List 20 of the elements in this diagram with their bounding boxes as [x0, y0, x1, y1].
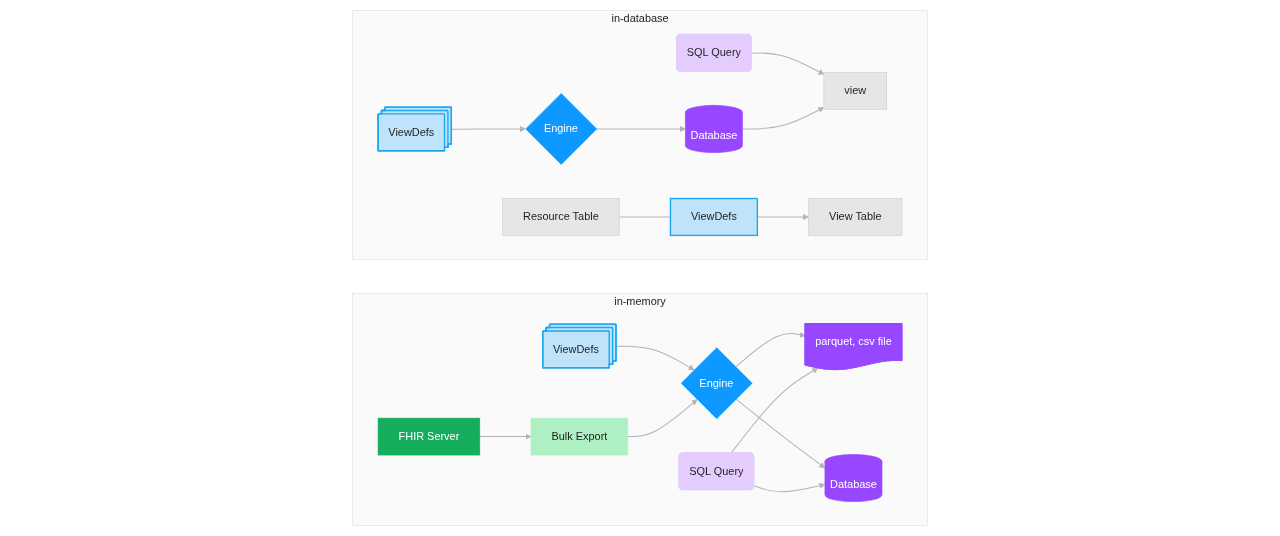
node-box: ViewDefs — [669, 197, 758, 237]
node-box: view — [823, 72, 887, 110]
arrow — [735, 331, 806, 368]
arrow — [735, 398, 826, 469]
connector — [618, 216, 671, 218]
arrow — [451, 125, 526, 132]
node-box: View Table — [808, 198, 903, 236]
node-diamond: Engine — [525, 93, 597, 165]
arrow — [753, 482, 826, 493]
node-box: Bulk Export — [530, 417, 629, 456]
node-box: Resource Table — [502, 198, 620, 236]
arrow — [627, 399, 698, 438]
arrow — [751, 52, 825, 75]
node-box: FHIR Server — [377, 417, 481, 456]
arrow — [615, 345, 695, 371]
arrow — [730, 367, 819, 454]
node-diamond: Engine — [680, 347, 753, 419]
arrow — [479, 433, 532, 440]
arrow — [595, 125, 686, 132]
arrow — [741, 107, 825, 130]
